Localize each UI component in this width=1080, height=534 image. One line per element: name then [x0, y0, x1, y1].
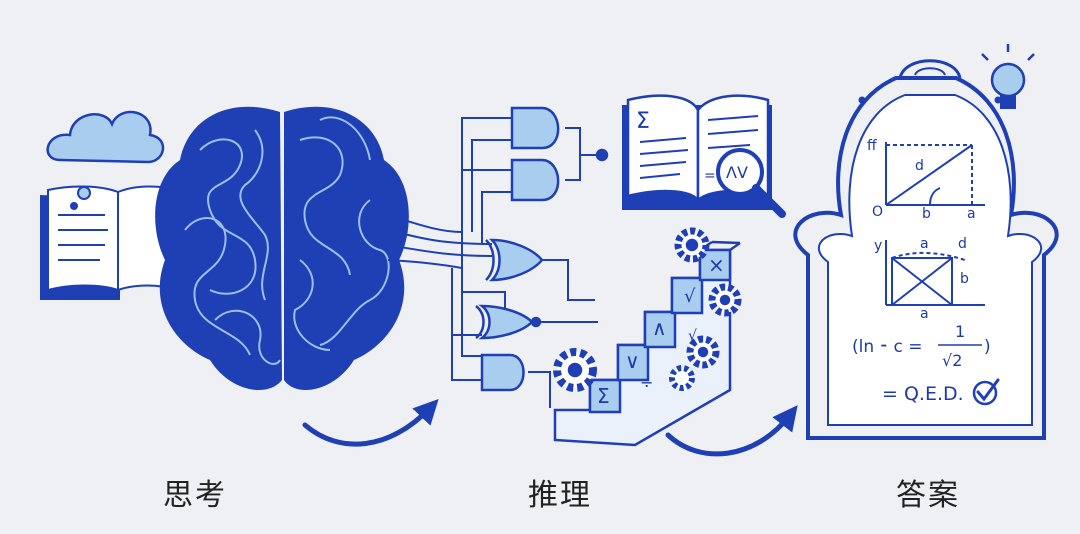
graph-1 [885, 142, 985, 206]
keyhole-frame-icon [793, 59, 1059, 440]
graph1-y-label: ff [867, 138, 877, 154]
gear-icon [553, 227, 742, 392]
formula-numerator: 1 [955, 322, 965, 341]
stage-label-answer: 答案 [896, 478, 960, 513]
logic-gates-icon [475, 106, 609, 392]
staircase-icon [553, 240, 741, 447]
book-sigma: Σ [636, 109, 650, 134]
wire-network [387, 117, 600, 408]
lightbulb-icon [981, 44, 1035, 109]
graph1-b: b [922, 206, 931, 222]
stair-symbol-2: ∨ [625, 349, 640, 373]
stair-symbol-7: √ [688, 328, 697, 344]
open-book-icon [40, 185, 176, 300]
flow-arrow-1 [302, 398, 439, 447]
graph-2 [885, 240, 985, 306]
stair-symbol-3: ∧ [652, 316, 667, 340]
stair-symbol-4: √ [684, 286, 696, 307]
flow-arrow-2 [665, 405, 798, 457]
stair-symbol-6: ÷ [640, 373, 653, 392]
brain-icon [155, 106, 409, 391]
graph2-a-bottom: a [920, 306, 929, 322]
check-icon [972, 378, 1000, 406]
reason-book-icon: Σ = [622, 94, 772, 210]
lens-text: ΛV [726, 163, 748, 182]
stair-symbol-1: Σ [597, 384, 610, 408]
formula-left: (ln ⁃ c = [852, 337, 922, 357]
magnifier-icon: ΛV [716, 148, 786, 218]
graph2-b: b [960, 271, 969, 287]
formula-denominator: √2 [942, 351, 962, 370]
graph1-origin: O [872, 204, 883, 220]
graph2-y-label: y [874, 238, 882, 254]
graph2-a-top: a [920, 236, 929, 252]
cloud-icon [46, 110, 165, 164]
graph1-a: a [967, 206, 976, 222]
graph2-d: d [958, 236, 967, 252]
book-eq: = [704, 168, 716, 184]
stage-label-think: 思考 [163, 478, 227, 513]
stair-symbol-5: × [708, 253, 725, 277]
formula-right: ) [984, 337, 991, 357]
graph1-d: d [915, 158, 924, 174]
qed-text: = Q.E.D. [882, 383, 964, 405]
stage-label-reason: 推理 [528, 478, 592, 513]
